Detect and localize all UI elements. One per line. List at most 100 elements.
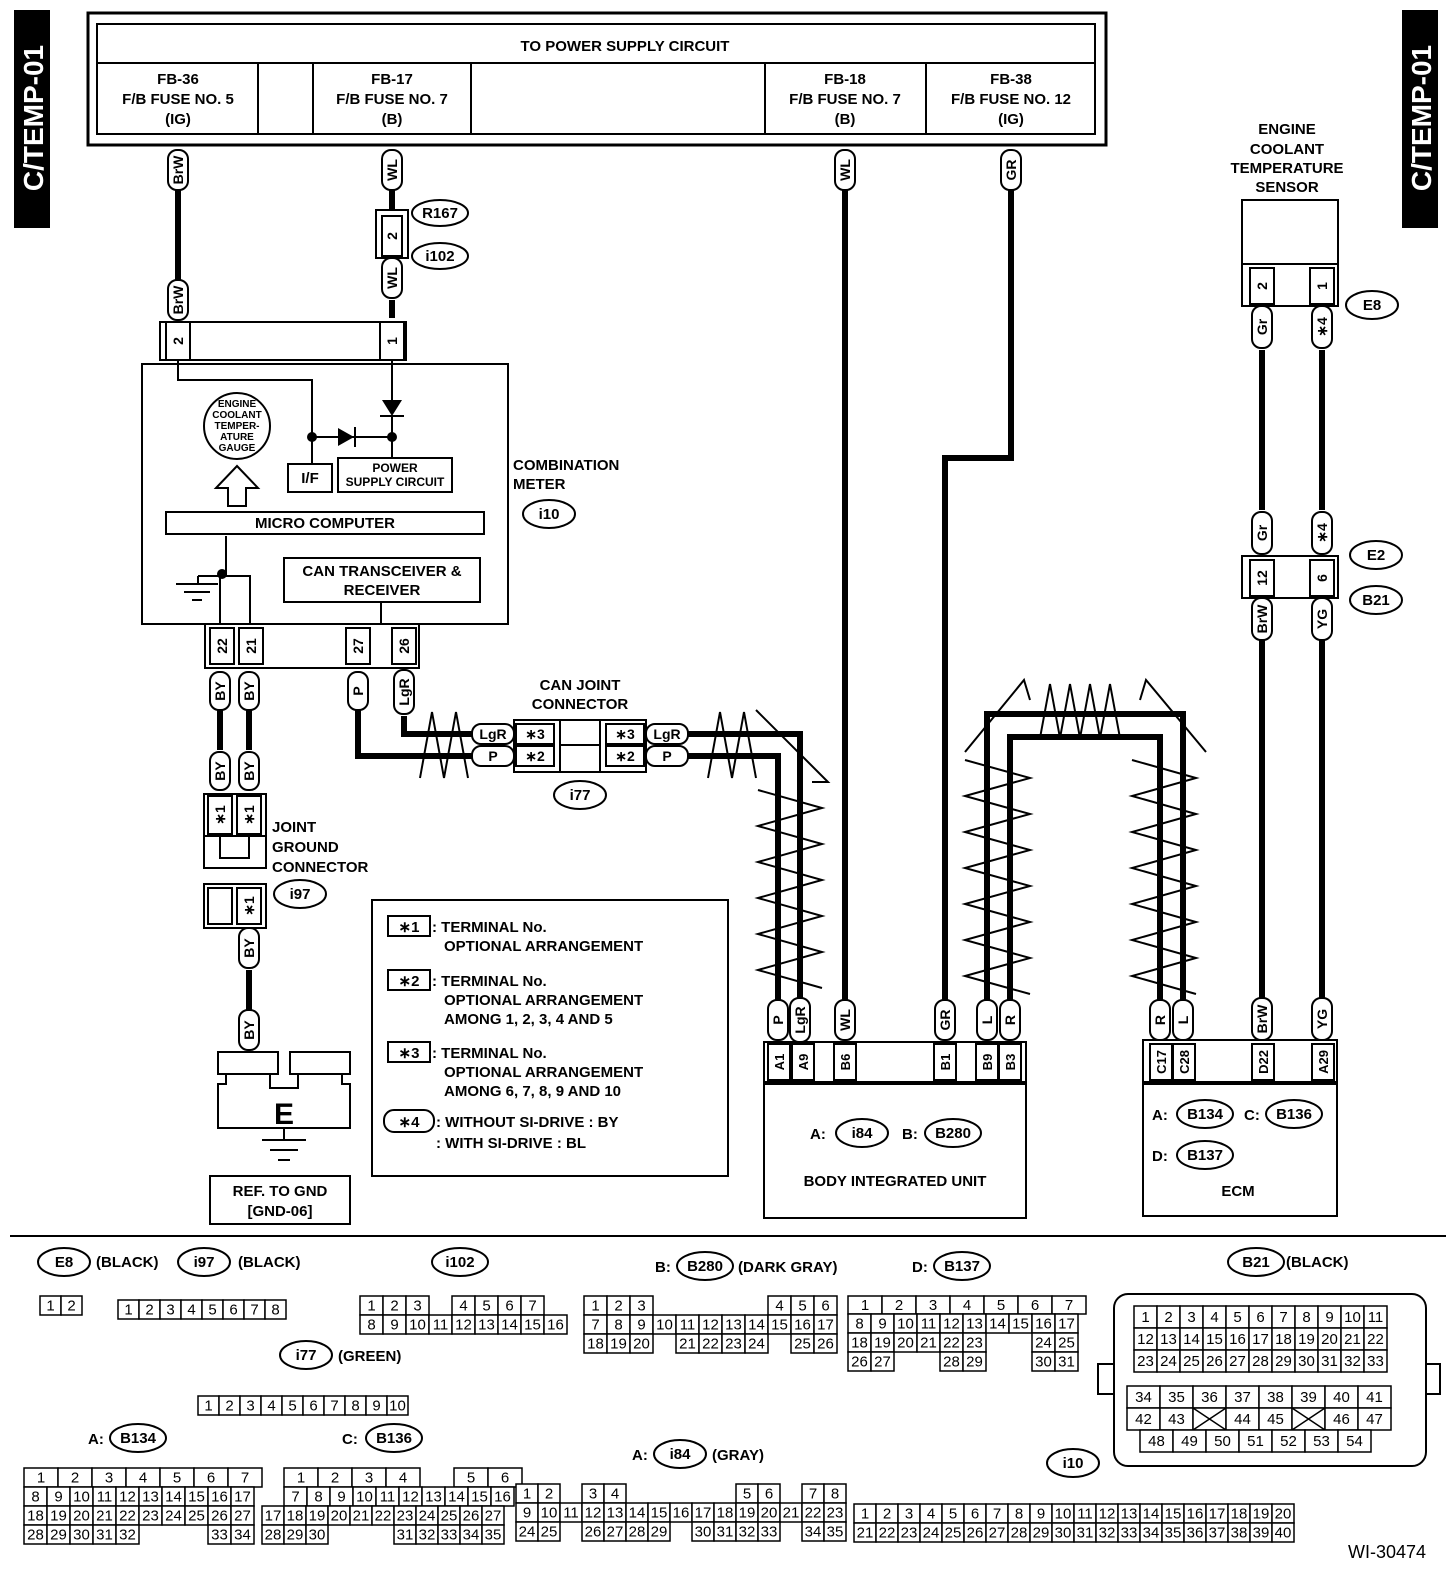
pin-number: C28 — [1177, 1050, 1192, 1074]
pin-label: 11 — [563, 1505, 579, 1522]
pin-label: 1 — [297, 1470, 305, 1487]
pin-label: 20 — [331, 1508, 348, 1525]
pin-number: B6 — [838, 1054, 853, 1071]
pin-label: 41 — [1366, 1389, 1383, 1406]
wire-label: Gr — [1254, 524, 1270, 541]
pin-label: 2 — [145, 1302, 153, 1319]
pin-label: 3 — [413, 1298, 421, 1315]
pin-label: 17 — [1209, 1506, 1226, 1523]
pin-label: 22 — [375, 1508, 392, 1525]
pin-cell: 25 — [437, 1505, 461, 1526]
pin-cell: 46 — [1324, 1407, 1359, 1431]
wire-label: BrW — [170, 285, 186, 315]
pin-cell: 35 — [481, 1524, 505, 1545]
connector-tag-i102: i102 — [425, 248, 454, 265]
pin-cell: 39 — [1249, 1522, 1273, 1543]
pin-cell: 33 — [437, 1524, 461, 1545]
pin-star2: ∗2 — [615, 748, 635, 764]
pin-label: 29 — [287, 1527, 304, 1544]
pin-label: 23 — [901, 1525, 918, 1542]
pin-number: B1 — [938, 1054, 953, 1071]
pin-cell: 6 — [222, 1299, 245, 1320]
view-color: (GRAY) — [712, 1447, 764, 1464]
side-tab-right: C/TEMP-01 — [1402, 10, 1438, 228]
combination-meter-title: COMBINATION — [513, 457, 619, 474]
power-supply-circuit: POWER — [372, 461, 418, 475]
pin-cell: 4 — [919, 1503, 943, 1524]
pin-cell: 7 — [583, 1314, 608, 1335]
pin-cell: 33 — [757, 1521, 781, 1542]
pin-label: 26 — [1206, 1353, 1223, 1370]
pin-label: 17 — [695, 1505, 712, 1522]
pin-cell: 35 — [823, 1521, 847, 1542]
pin-label: 12 — [1099, 1506, 1116, 1523]
pin-cell: 4 — [949, 1295, 985, 1315]
fuse-name: F/B FUSE NO. 5 — [122, 91, 234, 108]
pin-number: C17 — [1154, 1050, 1169, 1074]
combination-meter: 2 1 ENGINE COOLANT TEMPER- ATURE GAUGE — [141, 321, 619, 669]
pin-cell: 18 — [713, 1502, 737, 1523]
bcm-a-prefix: A: — [810, 1126, 826, 1143]
pin-label: 7 — [809, 1486, 817, 1503]
label-r-bcm: R — [999, 999, 1021, 1041]
pin-label: 30 — [309, 1527, 326, 1544]
wire-l-bcm — [984, 711, 1186, 1000]
pin-cell: 13 — [1156, 1327, 1181, 1351]
pin-cell: 8 — [1007, 1503, 1031, 1524]
pin-label: 26 — [211, 1508, 228, 1525]
label-l-bcm: L — [976, 999, 998, 1041]
pin-label: 5 — [482, 1298, 490, 1315]
pin-cell: 12 — [1133, 1327, 1158, 1351]
pin-label: 13 — [725, 1317, 742, 1334]
pin-label: 3 — [929, 1297, 937, 1314]
pin-cell: 2 — [138, 1299, 161, 1320]
pin-cell: 17 — [691, 1502, 715, 1523]
twist-markers — [419, 677, 1207, 995]
gauge-line: ENGINE — [218, 399, 257, 410]
pin-cell: 23 — [721, 1333, 746, 1354]
connector-tag-b136: B136 — [1276, 1106, 1312, 1123]
pin-label: 1 — [1141, 1309, 1149, 1326]
pin-cell: 1 — [283, 1467, 319, 1488]
pin-cell: 15 — [467, 1486, 492, 1507]
pin-label: 12 — [455, 1317, 472, 1334]
pin-label: 22 — [702, 1336, 719, 1353]
wire-label: BY — [212, 761, 228, 781]
fuse-fb18: FB-18 F/B FUSE NO. 7 (B) — [789, 71, 901, 128]
pin-cell: 5 — [983, 1295, 1019, 1315]
pin-number: D22 — [1256, 1050, 1271, 1074]
label-by-21b: BY — [238, 751, 260, 791]
pin-cell: 30 — [1294, 1349, 1319, 1373]
pin-cell: 8 — [306, 1486, 331, 1507]
pin-label: 9 — [1037, 1506, 1045, 1523]
pin-cell: 53 — [1304, 1429, 1339, 1453]
wire-label: YG — [1314, 609, 1330, 629]
pin-cell: 10 — [893, 1313, 918, 1334]
pin-label: 9 — [372, 1398, 380, 1415]
pin-label: 25 — [1183, 1353, 1200, 1370]
pin-label: 8 — [271, 1302, 279, 1319]
pin-label: 14 — [1143, 1506, 1160, 1523]
pin-cell: 23 — [138, 1505, 163, 1526]
pin-label: 7 — [291, 1489, 299, 1506]
pin-label: 15 — [471, 1489, 488, 1506]
power-supply-circuit-2: SUPPLY CIRCUIT — [346, 475, 445, 489]
pin-cell: 22 — [801, 1502, 825, 1523]
pin-label: 5 — [467, 1470, 475, 1487]
pin-cell: 2 — [57, 1467, 93, 1488]
pin-cell: 7 — [323, 1395, 346, 1416]
pin-cell: 51 — [1238, 1429, 1273, 1453]
pin-label: 5 — [208, 1302, 216, 1319]
pin-cell: 25 — [941, 1522, 965, 1543]
pin-label: 7 — [591, 1317, 599, 1334]
pin-label: 2 — [895, 1297, 903, 1314]
pin-label: 16 — [1229, 1331, 1246, 1348]
pin-cell: 6 — [963, 1503, 987, 1524]
pin-label: 25 — [188, 1508, 205, 1525]
pin-label: 22 — [119, 1508, 136, 1525]
pin-cell: 37 — [1225, 1385, 1260, 1409]
pin-cell: 1 — [1133, 1305, 1158, 1329]
